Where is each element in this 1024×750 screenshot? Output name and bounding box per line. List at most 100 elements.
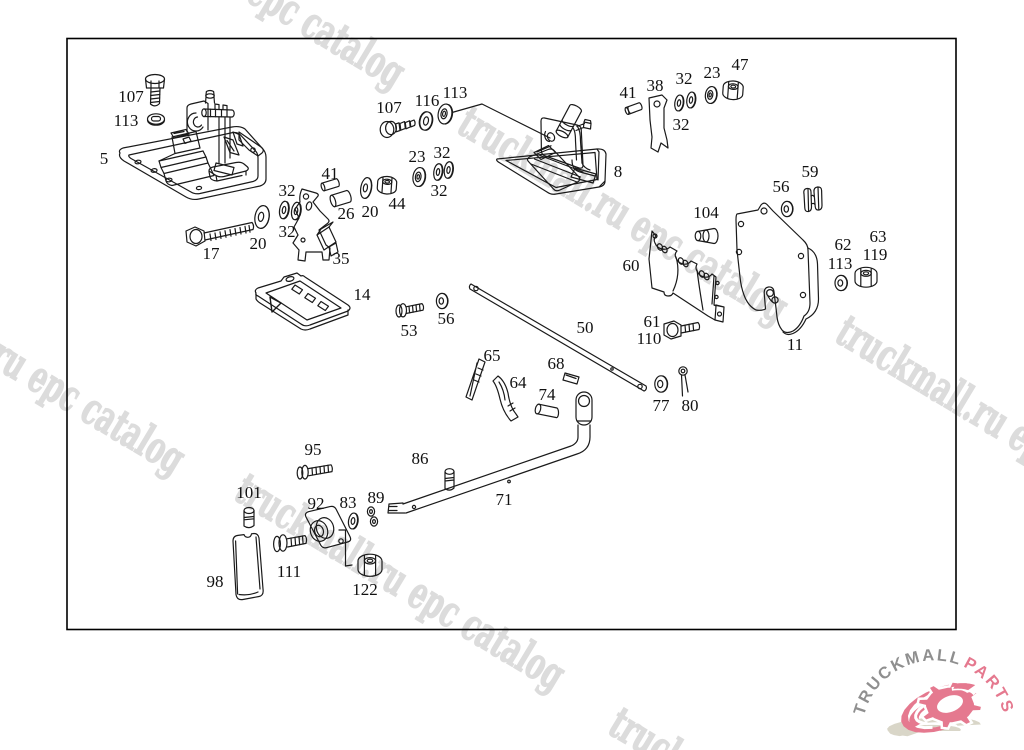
watermark-text-4: truckmall.ru epc catalog bbox=[226, 464, 574, 701]
part-label-62-33: 62 bbox=[835, 235, 852, 254]
part-83-washer bbox=[347, 512, 359, 530]
part-111-screw bbox=[273, 534, 308, 553]
part-113-washer-right bbox=[834, 274, 848, 292]
part-77-washer bbox=[654, 375, 669, 393]
part-label-71-46: 71 bbox=[496, 490, 513, 509]
part-26-bushing bbox=[329, 189, 352, 208]
part-label-74-43: 74 bbox=[539, 385, 557, 404]
part-label-86-47: 86 bbox=[412, 449, 429, 468]
part-5-drawing bbox=[118, 89, 267, 201]
part-65-pin bbox=[465, 358, 486, 401]
part-label-104-30: 104 bbox=[693, 203, 719, 222]
part-113-washer-mid bbox=[437, 103, 454, 125]
part-label-38-23: 38 bbox=[647, 76, 664, 95]
part-20-washer-mid bbox=[359, 177, 373, 199]
part-20-washer-left bbox=[254, 205, 270, 230]
part-101-pin bbox=[243, 506, 255, 529]
part-label-113-34: 113 bbox=[828, 254, 853, 273]
part-44-nut bbox=[376, 175, 398, 195]
part-label-77-44: 77 bbox=[653, 396, 671, 415]
part-56-washer-right bbox=[780, 200, 794, 218]
part-label-32-24: 32 bbox=[676, 69, 693, 88]
part-label-60-31: 60 bbox=[623, 256, 640, 275]
exploded-parts-drawing bbox=[118, 73, 878, 601]
part-86-pin bbox=[444, 468, 455, 491]
part-68-key bbox=[562, 372, 580, 385]
part-60-plate bbox=[648, 230, 725, 323]
part-label-41-8: 41 bbox=[322, 164, 339, 183]
part-122-nut bbox=[357, 553, 383, 577]
leader-line-113 bbox=[451, 103, 551, 139]
part-label-14-15: 14 bbox=[354, 285, 372, 304]
part-label-61-37: 61 bbox=[644, 312, 661, 331]
part-label-113-20: 113 bbox=[443, 83, 468, 102]
part-116-washer bbox=[418, 111, 434, 131]
part-8-pedal bbox=[496, 103, 607, 195]
part-label-32-14: 32 bbox=[431, 181, 448, 200]
part-59-clip bbox=[803, 186, 823, 213]
part-50-rod bbox=[468, 283, 647, 392]
part-17-bolt bbox=[185, 221, 255, 247]
part-label-17-3: 17 bbox=[203, 244, 221, 263]
part-53-bolt bbox=[395, 303, 425, 318]
part-98-pad bbox=[232, 532, 264, 601]
part-119-nut bbox=[854, 266, 878, 288]
part-label-8-21: 8 bbox=[614, 162, 623, 181]
part-95-screw bbox=[296, 464, 333, 480]
part-32-washers-mid bbox=[433, 161, 454, 181]
part-14-plate bbox=[254, 272, 351, 331]
part-label-111-53: 111 bbox=[277, 562, 301, 581]
part-label-53-16: 53 bbox=[401, 321, 418, 340]
part-23-washer-left bbox=[412, 166, 427, 188]
part-89-clip bbox=[366, 506, 379, 527]
part-11-plate bbox=[735, 202, 820, 336]
part-35-bracket bbox=[292, 188, 339, 262]
part-label-32-27: 32 bbox=[673, 115, 690, 134]
part-107-bolt-left bbox=[144, 73, 166, 107]
watermark-text-3: truckmall.ru epc catalog bbox=[0, 248, 194, 485]
part-56-washer-left bbox=[435, 292, 449, 310]
part-label-5-2: 5 bbox=[100, 149, 109, 168]
part-label-11-32: 11 bbox=[787, 335, 803, 354]
watermark-text-0: truckmall.ru epc catalog bbox=[66, 0, 414, 99]
part-label-92-49: 92 bbox=[308, 494, 325, 513]
part-label-41-22: 41 bbox=[620, 83, 637, 102]
group-bracket-line bbox=[338, 529, 353, 567]
part-38-bracket bbox=[648, 94, 669, 153]
part-41-pin-right bbox=[624, 102, 643, 116]
part-label-119-36: 119 bbox=[863, 245, 888, 264]
diagram-frame-border bbox=[66, 37, 957, 631]
part-label-107-0: 107 bbox=[118, 87, 144, 106]
part-label-65-40: 65 bbox=[484, 346, 501, 365]
part-label-23-12: 23 bbox=[409, 147, 426, 166]
part-47-nut bbox=[722, 80, 744, 101]
part-32-washers-right bbox=[674, 91, 697, 112]
part-label-23-25: 23 bbox=[704, 63, 721, 82]
part-label-32-5: 32 bbox=[279, 181, 296, 200]
part-61-bolt bbox=[663, 320, 701, 340]
part-label-83-50: 83 bbox=[340, 493, 357, 512]
part-label-47-26: 47 bbox=[732, 55, 750, 74]
part-label-122-55: 122 bbox=[352, 580, 378, 599]
part-label-32-6: 32 bbox=[279, 222, 296, 241]
part-71-rod bbox=[387, 391, 593, 514]
part-113-washer-left bbox=[146, 113, 166, 126]
part-74-pin bbox=[534, 403, 560, 419]
part-label-50-39: 50 bbox=[577, 318, 594, 337]
part-107-bolt-mid bbox=[379, 119, 416, 139]
part-label-63-35: 63 bbox=[870, 227, 887, 246]
truckmall-parts-logo: TRUCKMALL PARTS bbox=[850, 646, 1015, 737]
part-label-107-18: 107 bbox=[376, 98, 402, 117]
part-label-56-17: 56 bbox=[438, 309, 455, 328]
part-23-washer-right bbox=[704, 85, 718, 105]
part-label-95-48: 95 bbox=[305, 440, 322, 459]
part-label-64-42: 64 bbox=[510, 373, 528, 392]
part-label-68-41: 68 bbox=[548, 354, 565, 373]
part-label-59-28: 59 bbox=[802, 162, 819, 181]
part-label-26-9: 26 bbox=[338, 204, 355, 223]
part-label-98-54: 98 bbox=[207, 572, 224, 591]
logo-gear-hole bbox=[937, 695, 963, 713]
